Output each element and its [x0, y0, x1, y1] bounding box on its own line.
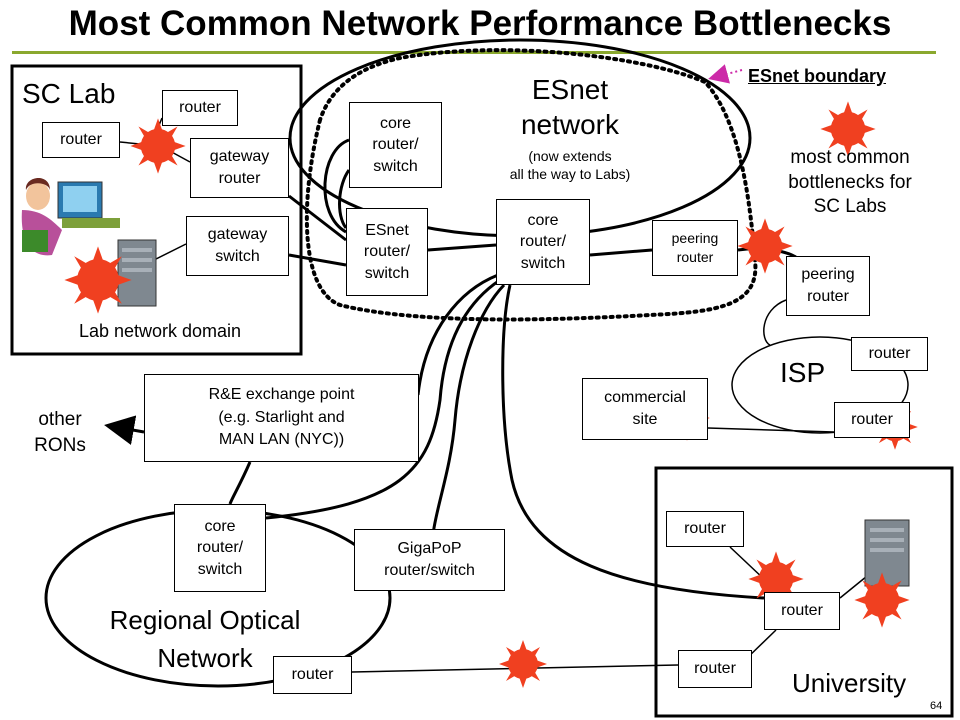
university-server-illustration — [864, 519, 910, 587]
esnet-core-router-1[interactable]: core router/ switch — [349, 102, 442, 188]
other-rons-label: other RONs — [34, 409, 86, 456]
university-router-top[interactable]: router — [666, 511, 744, 547]
bottleneck-burst-regional-link — [499, 640, 547, 688]
university-router-bottom[interactable]: router — [678, 650, 752, 688]
sc-lab-router-top[interactable]: router — [162, 90, 238, 126]
esnet-boundary-dotted — [304, 48, 758, 322]
esnet-core-router-2[interactable]: core router/ switch — [496, 199, 590, 285]
gigapop-router-switch[interactable]: GigaPoP router/switch — [354, 529, 505, 591]
esnet-boundary-arrow — [708, 64, 743, 84]
bottleneck-legend-text: most common bottlenecks for SC Labs — [788, 147, 912, 218]
isp-ellipse — [731, 336, 909, 434]
university-router-mid[interactable]: router — [764, 592, 840, 630]
university-label: University — [792, 668, 907, 698]
bottleneck-burst-lab-server — [64, 246, 132, 314]
lab-user-illustration — [21, 177, 120, 256]
esnet-network-title: ESnet network — [520, 74, 620, 140]
esnet-network-subtitle: (now extends all the way to Labs) — [509, 148, 631, 183]
sc-lab-router-left[interactable]: router — [42, 122, 120, 158]
isp-peering-router[interactable]: peering router — [786, 256, 870, 316]
lab-server-illustration — [117, 239, 157, 307]
esnet-peering-router[interactable]: peering router — [652, 220, 738, 276]
commercial-site[interactable]: commercial site — [582, 378, 708, 440]
sc-lab-gateway-router[interactable]: gateway router — [190, 138, 289, 198]
bottleneck-burst-lab-routers — [130, 118, 186, 174]
isp-router-2[interactable]: router — [834, 402, 910, 438]
isp-router-1[interactable]: router — [851, 337, 928, 371]
esnet-router-switch[interactable]: ESnet router/ switch — [346, 208, 428, 296]
rne-exchange-point[interactable]: R&E exchange point (e.g. Starlight and M… — [144, 374, 419, 462]
sc-lab-title: SC Lab — [22, 78, 116, 109]
regional-core-router[interactable]: core router/ switch — [174, 504, 266, 592]
regional-router[interactable]: router — [273, 656, 352, 694]
esnet-boundary-label: ESnet boundary — [748, 66, 887, 86]
page-title: Most Common Network Performance Bottlene… — [68, 4, 892, 43]
other-rons-arrow — [104, 415, 145, 445]
bottleneck-burst-university-server — [854, 572, 910, 628]
sc-lab-boundary — [10, 64, 303, 356]
university-boundary — [654, 466, 954, 718]
lab-network-domain-label: Lab network domain — [78, 321, 242, 341]
isp-label: ISP — [780, 357, 826, 388]
regional-network-label: Regional Optical Network — [109, 605, 301, 673]
bottleneck-burst-peering — [737, 218, 793, 274]
sc-lab-gateway-switch[interactable]: gateway switch — [186, 216, 289, 276]
page-number: 64 — [930, 700, 943, 712]
